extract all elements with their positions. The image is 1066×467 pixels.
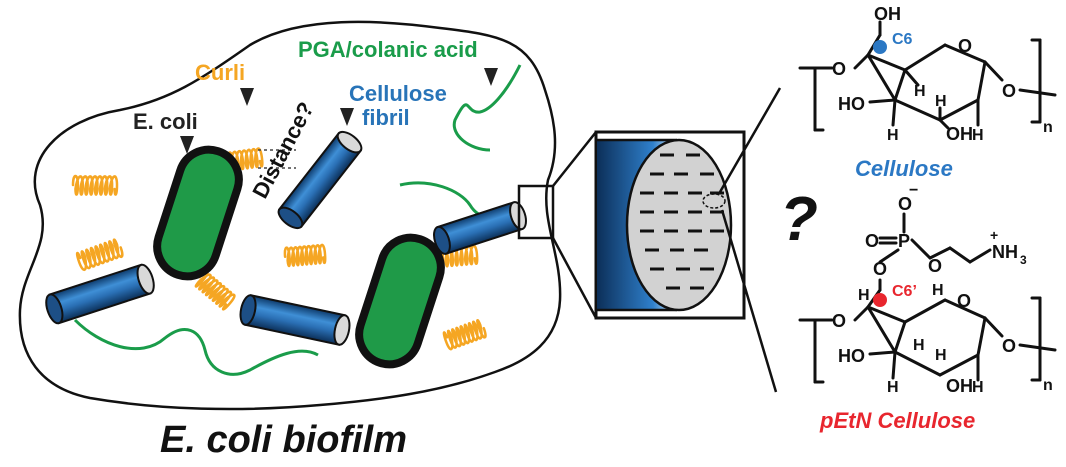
ecoli-bacterium-icon xyxy=(153,145,243,281)
svg-text:n: n xyxy=(1043,377,1053,394)
svg-text:O: O xyxy=(1002,336,1016,356)
pointer-ecoli xyxy=(180,136,194,154)
highlighted-chain xyxy=(702,193,726,209)
label-cellulose-1: Cellulose xyxy=(349,81,447,106)
svg-text:H: H xyxy=(914,83,926,100)
svg-text:3: 3 xyxy=(1020,253,1027,267)
zoom-line-top xyxy=(552,131,597,187)
petn-cellulose-title: pEtN Cellulose xyxy=(819,408,975,433)
cellulose-fibril-icon xyxy=(277,130,363,230)
cellulose-chain-dashes xyxy=(640,153,724,290)
callout-line-top xyxy=(718,87,782,193)
svg-text:H: H xyxy=(935,347,947,364)
pga-strand-icon xyxy=(73,318,319,376)
zoom-box-small xyxy=(517,184,555,240)
svg-text:+: + xyxy=(990,227,998,243)
label-pga: PGA/colanic acid xyxy=(298,37,478,62)
svg-text:−: − xyxy=(909,182,918,199)
curli-fiber-icon xyxy=(442,319,487,351)
svg-text:OH: OH xyxy=(946,376,973,396)
svg-text:H: H xyxy=(935,93,947,110)
svg-text:H: H xyxy=(913,337,925,354)
cellulose-title: Cellulose xyxy=(855,156,953,181)
svg-text:H: H xyxy=(887,127,899,144)
curli-fiber-icon xyxy=(71,174,119,196)
svg-text:O: O xyxy=(958,36,972,56)
pointer-curli xyxy=(240,88,254,106)
svg-text:OH: OH xyxy=(946,124,973,144)
question-mark: ? xyxy=(780,185,818,254)
svg-text:H: H xyxy=(858,287,870,304)
svg-text:O: O xyxy=(865,231,879,251)
svg-text:O: O xyxy=(1002,81,1016,101)
c6-marker xyxy=(873,40,887,54)
svg-text:n: n xyxy=(1043,119,1053,136)
svg-text:O: O xyxy=(832,59,846,79)
pointer-pga xyxy=(484,68,498,86)
curli-fiber-icon xyxy=(194,270,236,311)
svg-text:C6: C6 xyxy=(892,31,913,48)
biofilm-title: E. coli biofilm xyxy=(160,419,407,461)
svg-text:HO: HO xyxy=(838,94,865,114)
svg-text:O: O xyxy=(928,256,942,276)
cellulose-fibril-icon xyxy=(239,294,351,346)
cellulose-structure: O OH C6 O O HO H H OH H H n Cellulose xyxy=(798,4,1057,181)
label-cellulose-2: fibril xyxy=(362,105,410,130)
label-curli: Curli xyxy=(195,60,245,85)
svg-text:H: H xyxy=(972,379,984,396)
ecoli-bacterium-icon xyxy=(355,233,445,369)
svg-text:HO: HO xyxy=(838,346,865,366)
petn-cellulose-structure: O O P O − O O NH 3 + C6’ H O O HO H H H … xyxy=(798,182,1057,433)
svg-text:H: H xyxy=(887,379,899,396)
label-ecoli: E. coli xyxy=(133,109,198,134)
svg-text:C6’: C6’ xyxy=(892,283,917,300)
magnified-fibril-face xyxy=(625,138,733,312)
svg-text:O: O xyxy=(873,259,887,279)
callout-line-bottom xyxy=(720,209,778,393)
pointer-cellulose xyxy=(340,108,354,126)
curli-fiber-icon xyxy=(283,243,327,268)
svg-text:P: P xyxy=(898,231,910,251)
c6-prime-marker xyxy=(873,293,887,307)
svg-text:H: H xyxy=(972,127,984,144)
svg-text:O: O xyxy=(957,291,971,311)
cellulose-fibril-icon xyxy=(45,263,155,325)
svg-text:NH: NH xyxy=(992,242,1018,262)
zoom-line-bottom xyxy=(551,237,598,319)
svg-text:O: O xyxy=(832,311,846,331)
svg-text:O: O xyxy=(898,194,912,214)
curli-fiber-icon xyxy=(75,238,124,271)
svg-text:OH: OH xyxy=(874,4,901,24)
pga-strand-icon xyxy=(452,64,522,152)
svg-text:H: H xyxy=(932,282,944,299)
